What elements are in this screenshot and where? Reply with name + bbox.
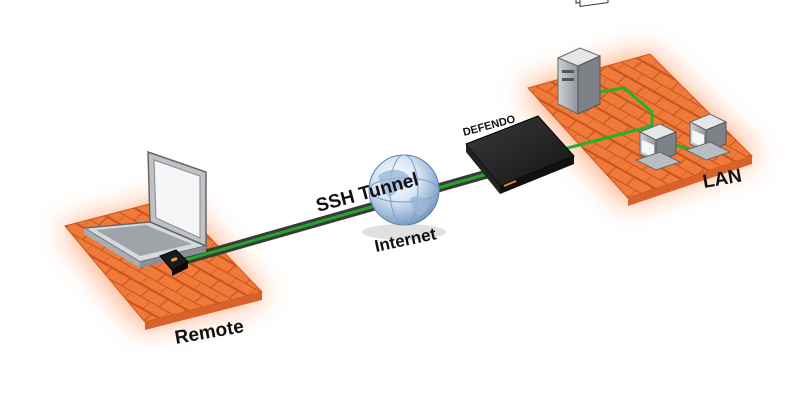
desktop-computer-icon bbox=[634, 123, 682, 171]
server-icon bbox=[556, 0, 609, 115]
laptop-icon bbox=[81, 150, 209, 268]
usb-key-icon bbox=[159, 249, 189, 276]
globe-icon bbox=[362, 154, 446, 240]
router-icon bbox=[465, 115, 575, 194]
desktop-computer-icon bbox=[684, 113, 732, 161]
ssh-tunnel-cable bbox=[173, 167, 499, 267]
remote-label: Remote bbox=[173, 316, 245, 349]
